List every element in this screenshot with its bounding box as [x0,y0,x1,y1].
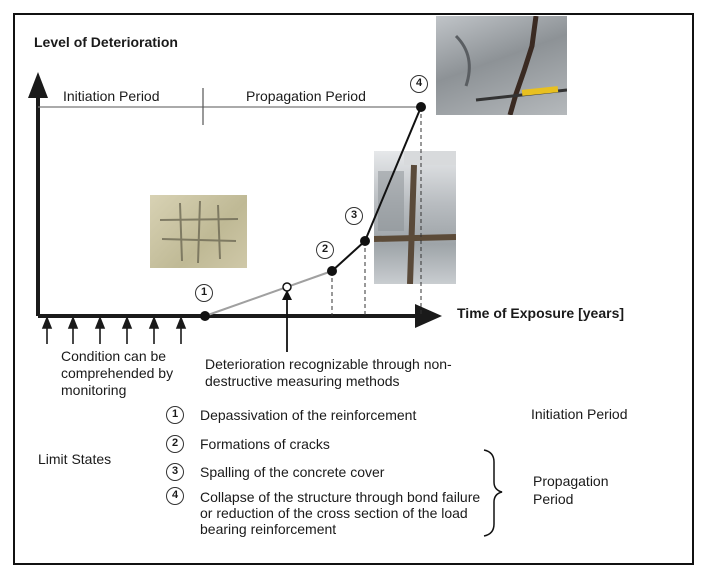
legend-text-3: Spalling of the concrete cover [200,464,385,480]
initiation-period-label: Initiation Period [63,88,160,104]
propagation-brace [483,449,503,537]
point-depassivation [200,311,210,321]
dashed-guides [331,107,422,316]
limit-states-label: Limit States [38,451,112,467]
marker-2: 2 [316,241,334,259]
figure-frame [13,13,694,565]
marker-3: 3 [345,207,363,225]
curve-spalling-to-collapse [364,106,422,242]
point-collapse [416,102,426,112]
legend-num-1: 1 [166,406,184,424]
x-axis-title: Time of Exposure [years] [457,305,625,321]
point-cracks [327,266,337,276]
ndt-point [282,282,292,292]
legend-propagation-period: Propagation Period [533,473,609,507]
point-spalling [360,236,370,246]
legend-text-1: Depassivation of the reinforcement [200,407,417,423]
legend-num-2: 2 [166,435,184,453]
ndt-arrowhead [282,290,292,300]
y-axis-title: Level of Deterioration [34,34,178,50]
ndt-note: Deterioration recognizable through non-d… [205,356,452,389]
collapse-crack-photo [436,16,567,115]
legend-text-4: Collapse of the structure through bond f… [200,489,481,537]
y-axis-arrowhead [28,72,48,98]
marker-1: 1 [195,284,213,302]
curve-initiation-to-crack [204,270,333,317]
legend-initiation-period: Initiation Period [531,406,628,422]
curve-crack-to-spalling [331,240,366,272]
legend-text-2: Formations of cracks [200,436,330,452]
x-axis-arrowhead [415,304,442,328]
spalling-concrete-photo [374,151,456,284]
wide-crack-pattern [454,16,567,115]
propagation-period-label: Propagation Period [246,88,366,104]
crack-grid-pattern [159,200,239,264]
legend-num-3: 3 [166,463,184,481]
monitoring-note: Condition can be comprehended by monitor… [61,348,174,398]
concrete-crack-grid-photo [150,195,247,268]
marker-4: 4 [410,75,428,93]
monitoring-arrows [41,315,187,344]
legend-num-4: 4 [166,487,184,505]
